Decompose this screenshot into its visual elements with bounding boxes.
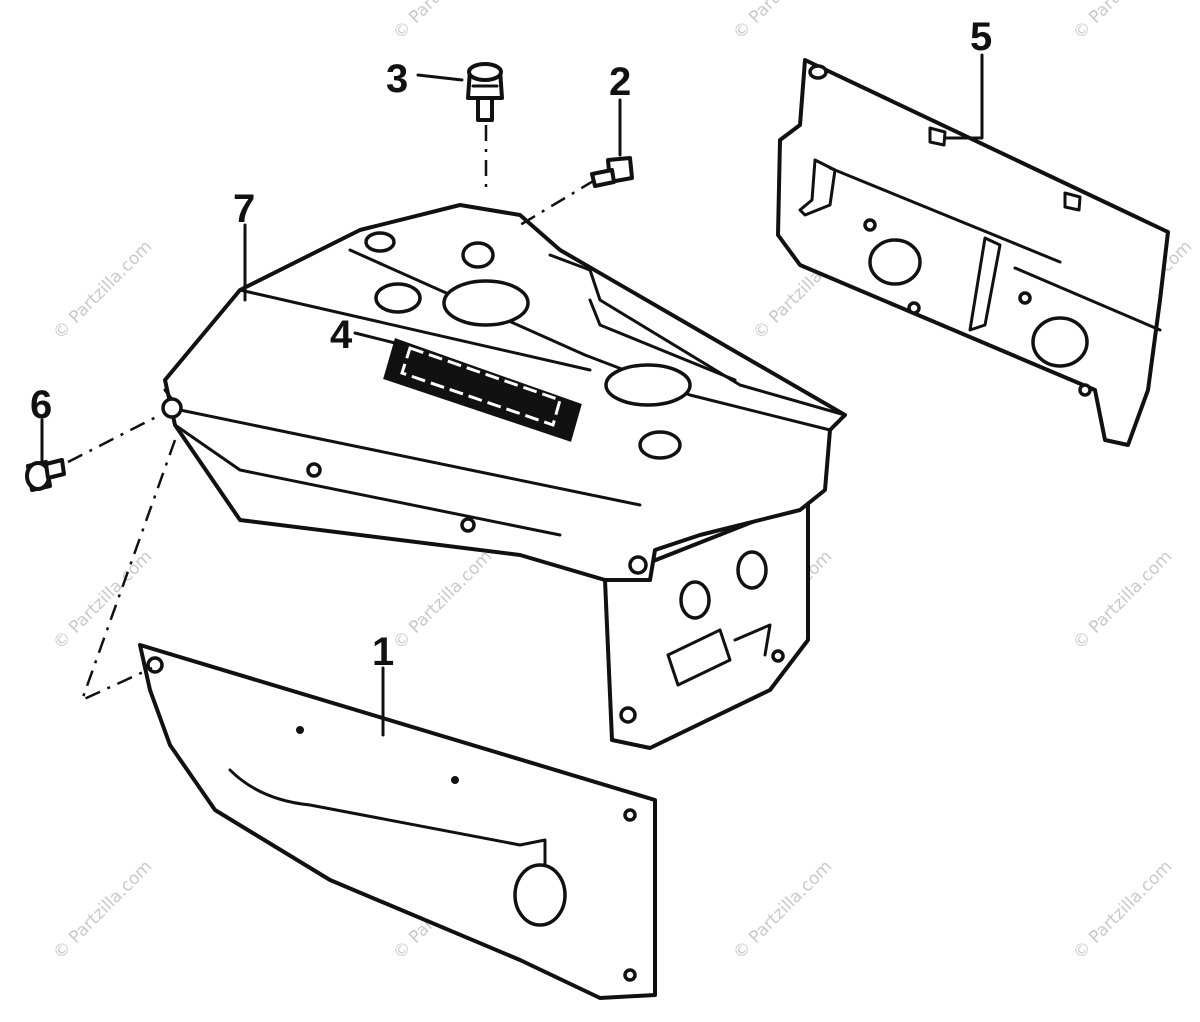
part-5-rear-plate (776, 58, 1170, 447)
watermark: © Partzilla.com (49, 237, 156, 344)
watermark: © Partzilla.com (49, 547, 156, 654)
leader-lines (67, 125, 596, 703)
watermark: © Partzilla.com (389, 0, 496, 44)
callout-2: 2 (609, 60, 631, 104)
callout-7: 7 (233, 187, 255, 231)
callout-3: 3 (386, 57, 408, 101)
part-2-screw (590, 156, 634, 188)
callout-5: 5 (970, 15, 992, 59)
part-6-bolt (25, 458, 66, 492)
watermark: © Partzilla.com (729, 857, 836, 964)
callout-4: 4 (330, 313, 353, 357)
watermark: © Partzilla.com (1069, 857, 1176, 964)
part-3-bolt (466, 62, 504, 122)
watermark: © Partzilla.com (1069, 0, 1176, 44)
watermark: © Partzilla.com (1069, 547, 1176, 654)
callout-6: 6 (30, 383, 52, 427)
callout-1: 1 (372, 630, 394, 674)
callouts: 1 2 3 4 5 6 7 (30, 15, 992, 674)
callout-leaders (40, 53, 984, 737)
part-1-lower-bracket (138, 643, 657, 1000)
part-4-decal (383, 338, 582, 442)
watermark: © Partzilla.com (389, 547, 496, 654)
part-7-housing (161, 203, 847, 750)
watermark: © Partzilla.com (729, 0, 836, 44)
watermark: © Partzilla.com (49, 857, 156, 964)
